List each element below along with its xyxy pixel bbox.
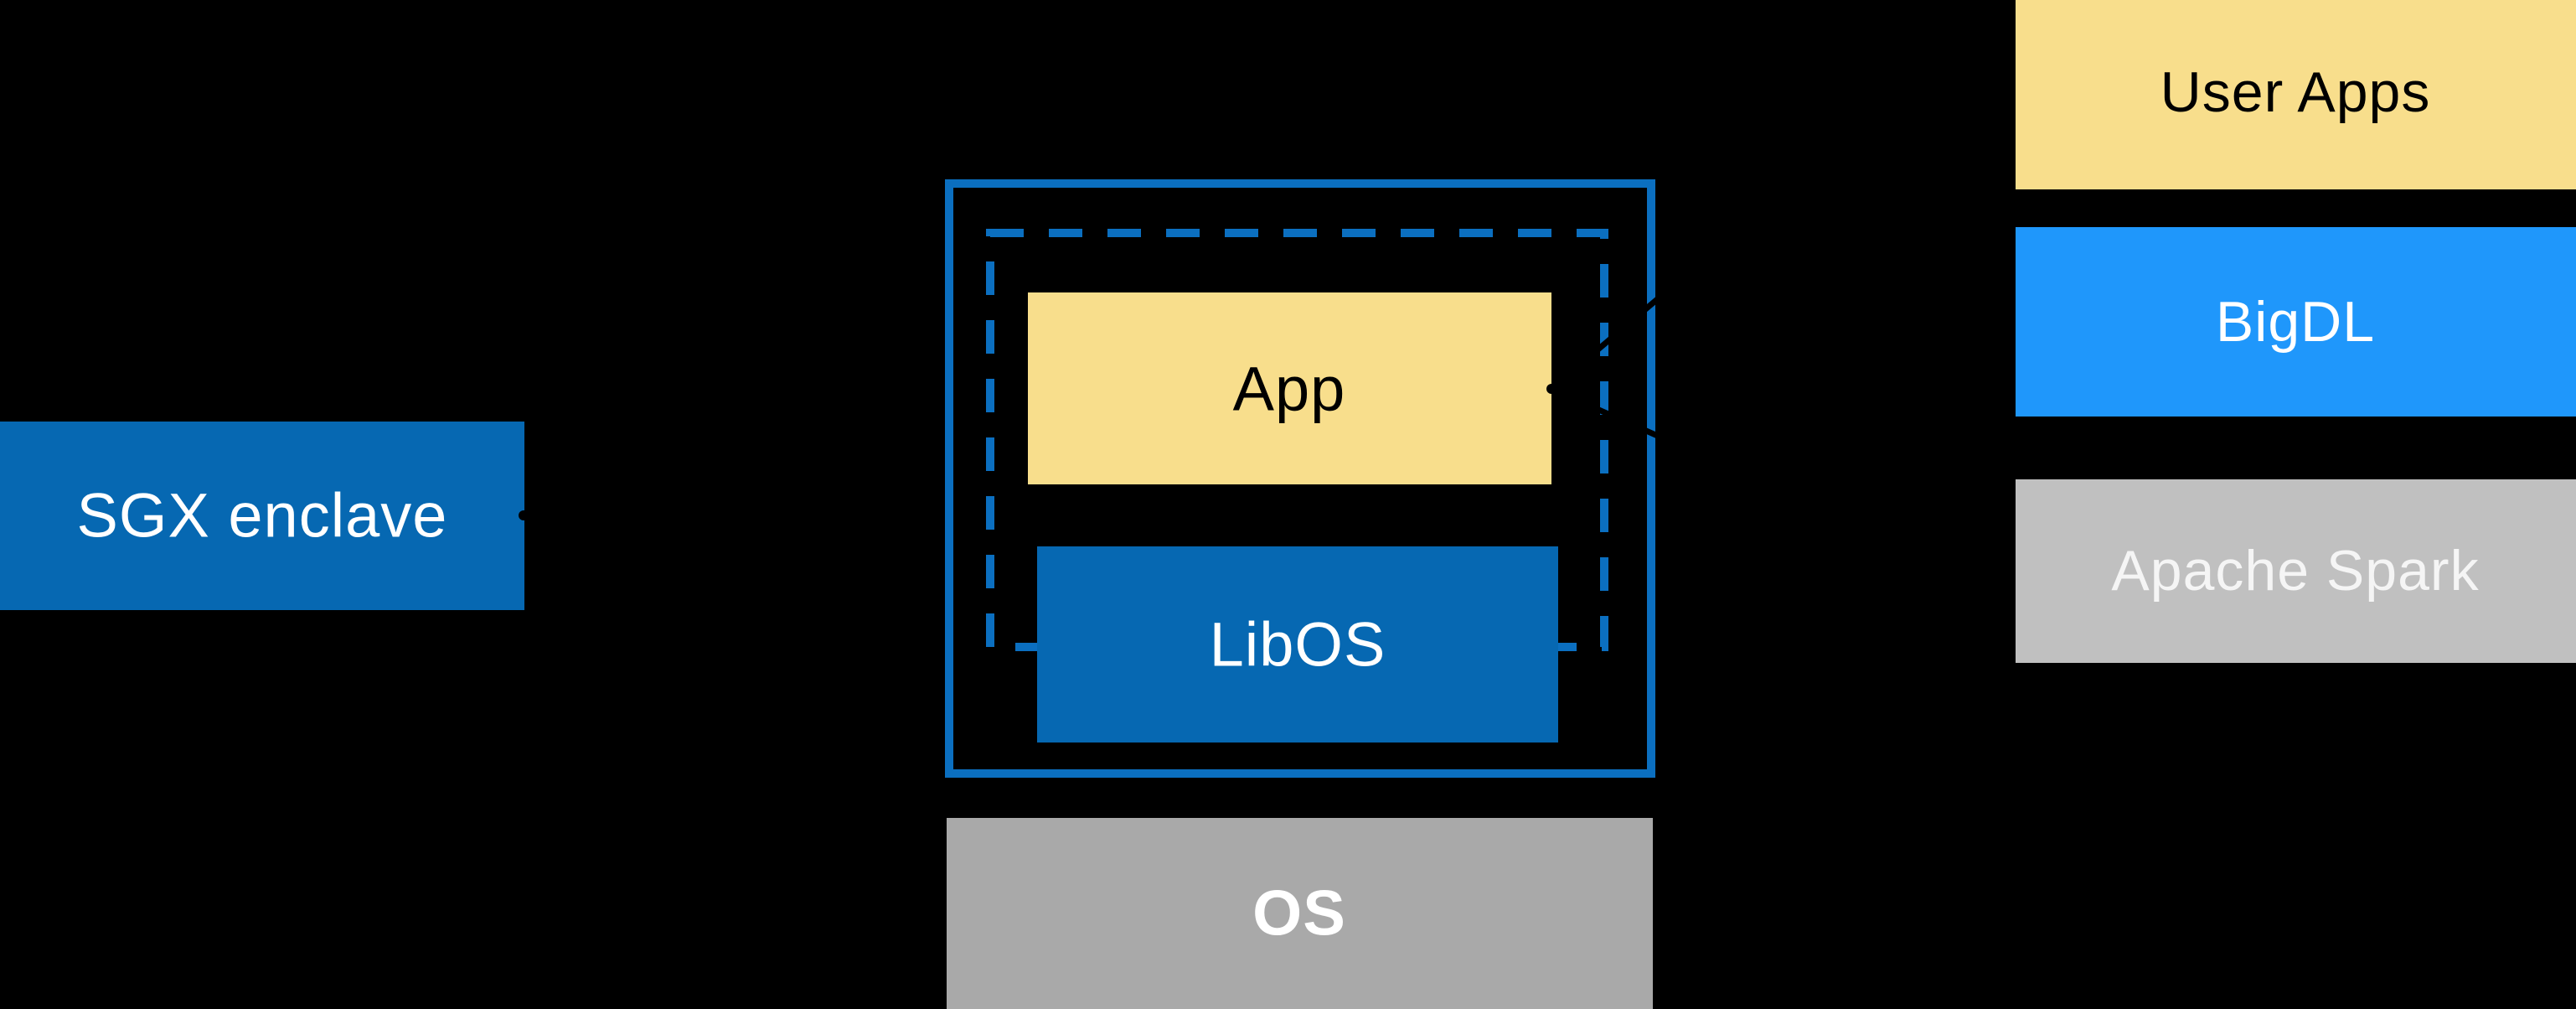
app-label: App — [1233, 354, 1346, 424]
enclave-container-group: App LibOS — [945, 179, 1655, 778]
sgx-connector-dot — [519, 510, 529, 520]
sgx-enclave-group: SGX enclave — [0, 422, 930, 610]
sgx-enclave-box — [0, 422, 524, 610]
brace-vertex-dot — [1546, 384, 1556, 394]
libos-label: LibOS — [1210, 610, 1386, 680]
os-box — [947, 818, 1653, 1009]
user-apps-label: User Apps — [2160, 60, 2431, 124]
apache-spark-box — [2016, 479, 2576, 663]
brace-arm-upper — [1549, 239, 1728, 391]
software-stack-group: User Apps BigDL Apache Spark — [2016, 0, 2576, 663]
apache-spark-label: Apache Spark — [2111, 539, 2479, 603]
enclave-outer-border — [945, 179, 1655, 778]
libos-box — [1037, 546, 1558, 743]
os-label: OS — [1252, 878, 1346, 949]
app-brace-connector — [1546, 239, 1728, 469]
brace-arm-lower — [1550, 385, 1727, 469]
user-apps-box — [2016, 0, 2576, 189]
bigdl-label: BigDL — [2216, 290, 2375, 354]
app-box — [1028, 292, 1551, 484]
sgx-enclave-label: SGX enclave — [77, 481, 448, 551]
enclave-dashed-border — [986, 229, 1608, 651]
bigdl-box — [2016, 227, 2576, 417]
os-group: OS — [947, 818, 1653, 1009]
